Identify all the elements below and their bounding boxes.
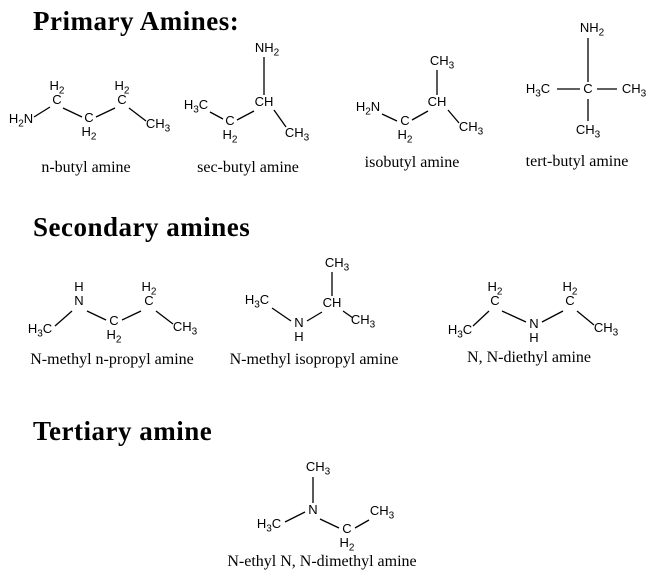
section-heading-secondary-amines: Secondary amines [33, 212, 251, 242]
atom-label-ch3: CH3 [594, 320, 619, 339]
atom-label-h2: H2 [82, 124, 97, 143]
molecule-caption: N-ethyl N, N-dimethyl amine [227, 553, 416, 570]
bond-line [236, 110, 255, 121]
atom-label-ch3: CH3 [306, 459, 331, 478]
atom-label-c: C [400, 113, 409, 128]
bond-line [447, 109, 460, 124]
bond-line [342, 310, 354, 319]
bond-line [541, 310, 564, 323]
molecule-caption: N, N-diethyl amine [467, 349, 591, 366]
atom-label-c: C [109, 313, 118, 328]
atom-label-h2: H2 [50, 78, 65, 97]
molecule-caption: N-methyl n-propyl amine [30, 351, 194, 368]
atom-label-h2: H2 [563, 279, 578, 298]
atom-label-h2: H2 [115, 78, 130, 97]
molecule-caption: n-butyl amine [41, 159, 130, 176]
atom-label-c: C [225, 113, 234, 128]
molecule-caption: sec-butyl amine [197, 159, 299, 176]
bond-line [86, 310, 107, 321]
atom-label-h2: H2 [142, 279, 157, 298]
atom-label-h3c: H3C [28, 321, 52, 340]
atom-label-ch: CH [428, 94, 447, 109]
atom-label-ch3: CH3 [576, 122, 601, 141]
bond-line [306, 311, 323, 322]
atom-label-n: N [74, 293, 83, 308]
atom-label-h3c: H3C [526, 81, 550, 100]
atom-label-c: C [490, 293, 499, 308]
bond-line [472, 310, 490, 327]
atom-label-n: N [294, 315, 303, 330]
molecule-caption: N-methyl isopropyl amine [230, 351, 399, 368]
bond-line [271, 307, 292, 322]
atom-label-h2: H2 [340, 535, 355, 554]
atom-label-h2: H2 [223, 127, 238, 146]
bond-line [62, 107, 83, 118]
atom-label-nh2: NH2 [255, 40, 280, 59]
atom-label-ch: CH [323, 295, 342, 310]
atom-label-ch3: CH3 [459, 119, 484, 138]
atom-label-c: C [84, 110, 93, 125]
atom-label-h2n: H2N [9, 111, 33, 130]
bond-line [381, 113, 398, 122]
bond-line [155, 310, 174, 325]
atom-label-c: C [342, 521, 351, 536]
bond-line [209, 111, 224, 120]
bond-line [121, 310, 142, 321]
atom-label-ch3: CH3 [285, 125, 310, 144]
atom-label-ch3: CH3 [430, 53, 455, 72]
atom-label-nh2: NH2 [580, 20, 605, 39]
atom-label-ch: CH [255, 94, 274, 109]
atom-label-h3c: H3C [257, 516, 281, 535]
bond-line [128, 107, 147, 122]
bond-line [319, 518, 340, 529]
atom-label-c: C [583, 81, 592, 96]
atom-label-h3c: H3C [184, 97, 208, 116]
atom-label-h: H [294, 329, 303, 344]
atom-label-ch3: CH3 [325, 255, 350, 274]
atom-label-ch3: CH3 [370, 503, 395, 522]
bond-line [354, 519, 370, 529]
atom-label-n: N [529, 316, 538, 331]
atom-label-h2: H2 [488, 279, 503, 298]
atom-label-h3c: H3C [245, 292, 269, 311]
atom-label-h2n: H2N [356, 99, 380, 118]
bond-line [284, 511, 306, 523]
atom-label-ch3: CH3 [146, 116, 171, 135]
atom-label-c: C [144, 293, 153, 308]
bond-line [273, 109, 287, 128]
bond-line [411, 110, 429, 121]
bond-line [33, 106, 51, 118]
bond-line [501, 310, 527, 323]
atom-label-ch3: CH3 [173, 319, 198, 338]
atom-label-h: H [529, 330, 538, 345]
atom-label-c: C [565, 293, 574, 308]
molecule-caption: tert-butyl amine [526, 153, 629, 170]
section-heading-tertiary-amine: Tertiary amine [33, 416, 213, 446]
atom-label-h: H [74, 279, 83, 294]
section-heading-primary-amines: Primary Amines: [33, 6, 240, 36]
atom-label-ch3: CH3 [351, 312, 376, 331]
atom-label-ch3: CH3 [622, 81, 647, 100]
atom-label-n: N [308, 502, 317, 517]
atom-label-h2: H2 [107, 327, 122, 346]
atom-label-c: C [52, 92, 61, 107]
atom-label-c: C [117, 92, 126, 107]
atom-label-h2: H2 [398, 127, 413, 146]
bond-line [576, 310, 595, 326]
atom-label-h3c: H3C [448, 322, 472, 341]
molecule-caption: isobutyl amine [365, 154, 460, 171]
bond-line [54, 310, 73, 327]
bond-line [95, 107, 116, 118]
